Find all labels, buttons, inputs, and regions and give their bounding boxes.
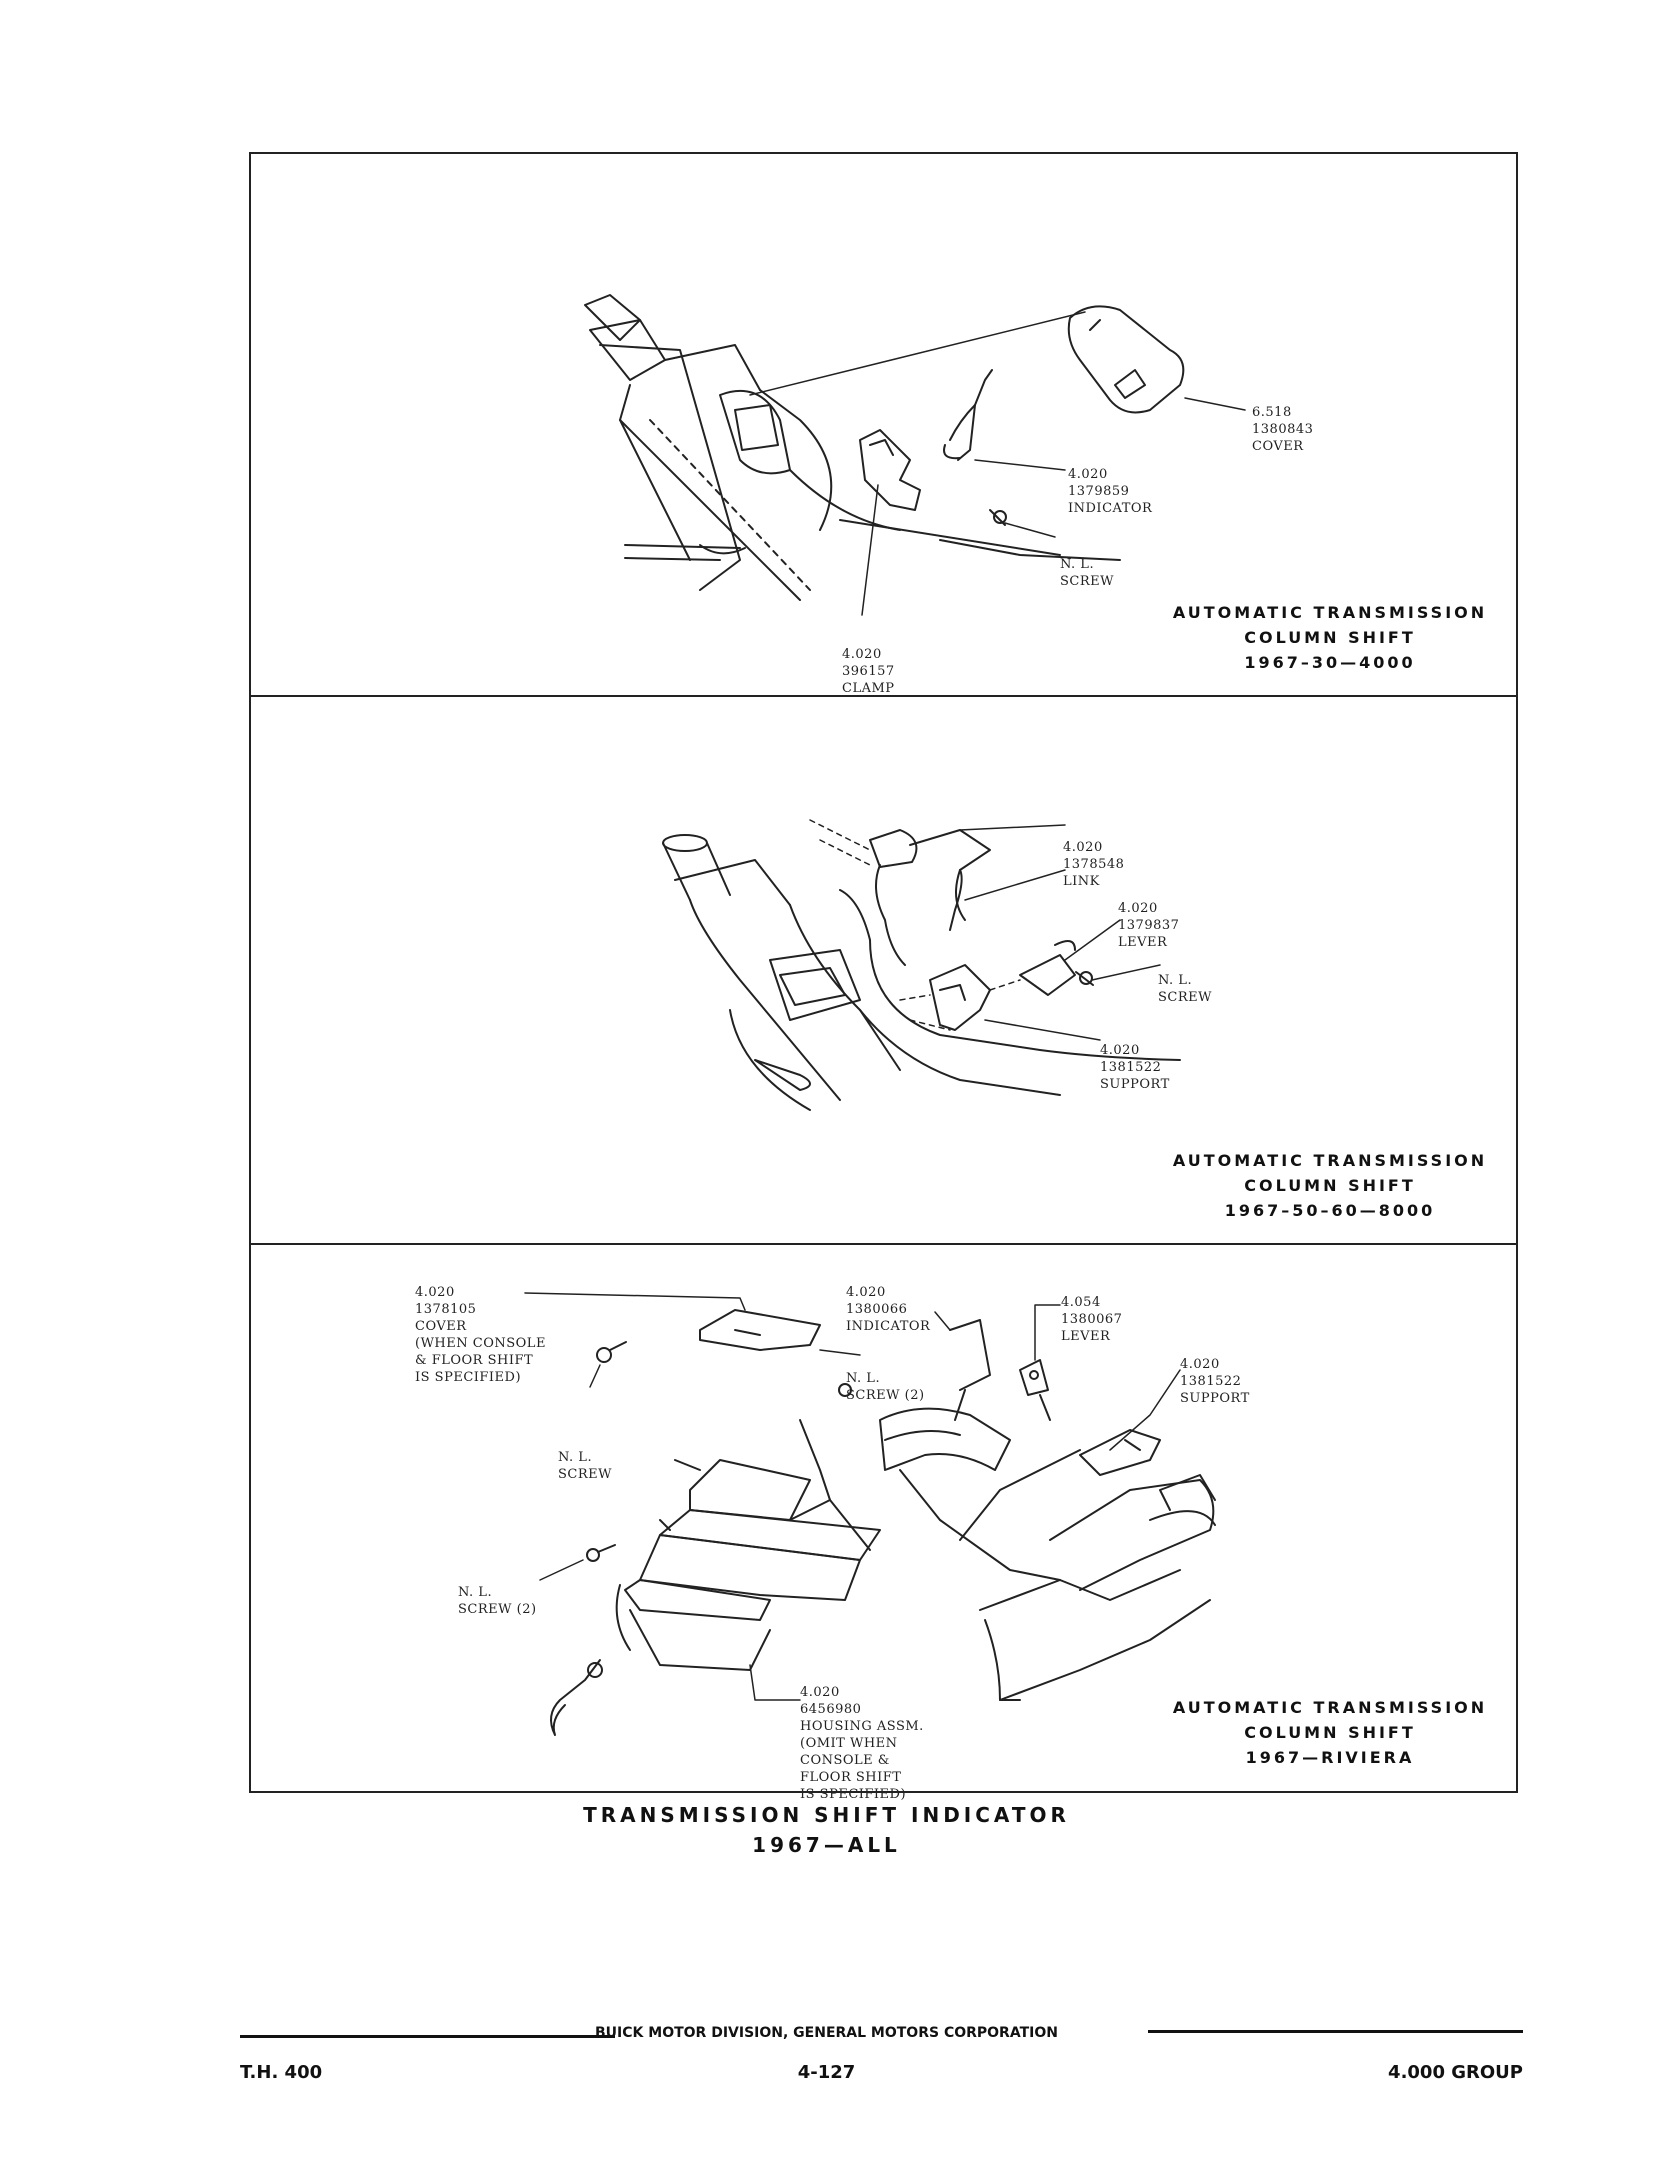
figure-title: TRANSMISSION SHIFT INDICATOR	[583, 1803, 1070, 1827]
panel2-lever-part	[1019, 940, 1076, 996]
panel3-support-part	[1079, 1429, 1161, 1476]
footer-group: 4.000 GROUP	[1388, 2062, 1523, 2083]
footer-rule-right	[1148, 2030, 1523, 2033]
label-screw: N. L.SCREW (2)	[846, 1371, 925, 1403]
panel2-leader-lines	[959, 824, 1161, 1041]
panel3-leader-lines	[524, 1292, 1181, 1701]
panel1-indicator-part	[859, 369, 993, 511]
footer-division: BUICK MOTOR DIVISION, GENERAL MOTORS COR…	[595, 2025, 1058, 2041]
footer-left: T.H. 400	[240, 2062, 323, 2083]
page-number: 4-127	[797, 2062, 856, 2083]
panel2-support-part	[929, 964, 991, 1031]
panel2-screw	[1075, 971, 1094, 986]
panel3-lever-part	[1019, 1359, 1051, 1421]
panel1-leader-lines	[749, 311, 1246, 616]
panel2-link-part	[869, 829, 991, 966]
panel3-screws	[586, 1341, 852, 1562]
label-screw: N. L.SCREW (2)	[458, 1585, 537, 1617]
footer-rule-left	[240, 2035, 615, 2038]
panel2-column-drawing	[662, 834, 1181, 1111]
panel3-housing-part	[615, 1419, 881, 1671]
panel3-cover-part	[699, 1309, 821, 1351]
panel3-column-drawing	[899, 1449, 1216, 1701]
panel-divider	[249, 695, 1518, 697]
panel1-column-drawing	[584, 294, 1121, 601]
label-screw: N. L.SCREW	[1060, 557, 1114, 589]
label-screw: N. L.SCREW	[558, 1450, 612, 1482]
panel1-screw	[989, 509, 1007, 526]
panel1-cover-part	[1067, 305, 1185, 414]
panel3-lamp-cord	[550, 1659, 603, 1736]
panel3-indicator-part	[879, 1319, 1011, 1471]
figure-year: 1967—ALL	[752, 1833, 901, 1857]
panel2-dashed-lines	[809, 819, 1021, 1031]
figure-frame	[249, 152, 1518, 1793]
label-screw: N. L.SCREW	[1158, 973, 1212, 1005]
panel-divider	[249, 1243, 1518, 1245]
